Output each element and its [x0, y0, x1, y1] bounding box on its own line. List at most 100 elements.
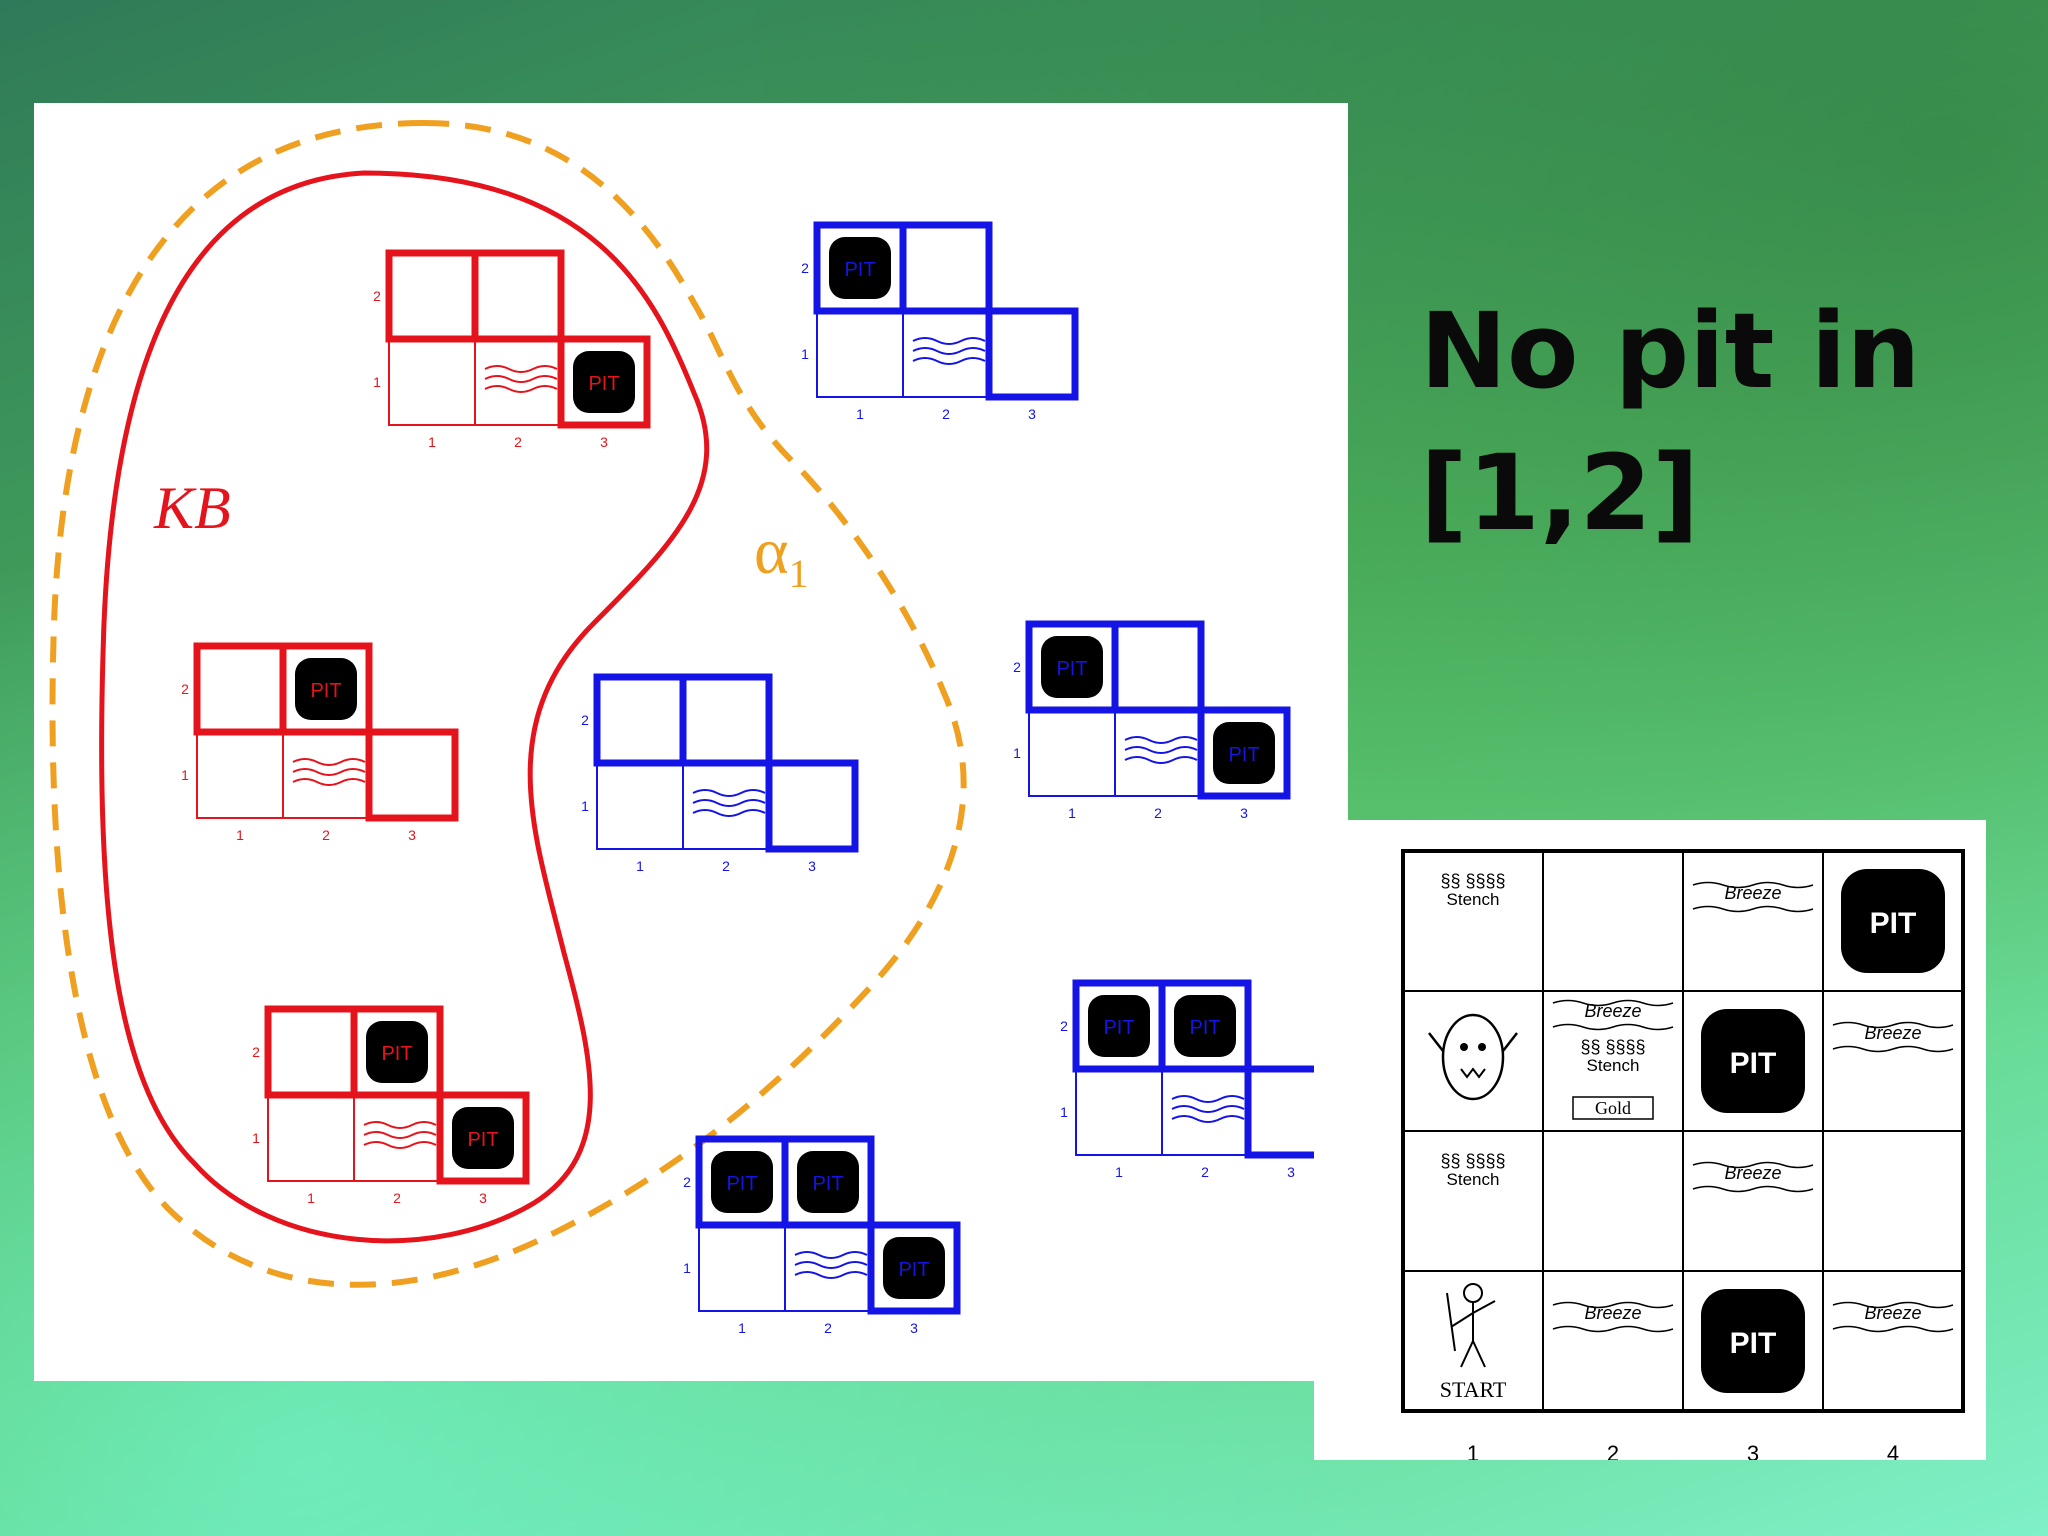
pit-icon	[1041, 636, 1103, 698]
pit-icon	[452, 1107, 514, 1169]
model-row-label: 2	[801, 260, 809, 276]
model-cell	[816, 310, 904, 398]
stench-label: Stench	[1447, 890, 1500, 909]
model-cell	[471, 249, 565, 343]
breeze-label: Breeze	[1584, 1303, 1641, 1323]
model-col-label: 1	[856, 406, 864, 422]
model-col-label: 3	[1287, 1164, 1295, 1180]
model-1: PIT 1 2 3 1 2	[373, 249, 651, 450]
slide-title: No pit in [1,2]	[1420, 280, 2020, 564]
model-cell	[985, 307, 1079, 401]
model-cell	[1075, 1068, 1163, 1156]
breeze-icon	[363, 1121, 437, 1149]
model-row-label: 2	[373, 288, 381, 304]
model-col-label: 2	[322, 827, 330, 843]
model-col-label: 2	[514, 434, 522, 450]
pit-icon	[295, 658, 357, 720]
agent-icon	[1446, 1283, 1496, 1368]
model-cell	[765, 759, 859, 853]
pit-icon	[1701, 1009, 1805, 1113]
breeze-icon	[1124, 736, 1198, 764]
pit-icon	[711, 1151, 773, 1213]
breeze-icon	[794, 1251, 868, 1279]
breeze-icon	[1832, 1301, 1954, 1309]
pit-label: PIT	[588, 373, 619, 395]
model-col-label: 1	[428, 434, 436, 450]
model-cell	[1197, 706, 1291, 800]
breeze-label: Breeze	[1724, 883, 1781, 903]
pit-label: PIT	[844, 259, 875, 281]
model-col-label: 3	[600, 434, 608, 450]
world-cell: Breeze	[1832, 1301, 1954, 1333]
model-cell	[196, 731, 284, 819]
model-col-label: 3	[479, 1190, 487, 1206]
pit-label: PIT	[898, 1259, 929, 1281]
pit-icon	[883, 1237, 945, 1299]
model-row-label: 2	[181, 681, 189, 697]
model-col-label: 2	[722, 858, 730, 874]
model-row-label: 1	[181, 767, 189, 783]
model-col-label: 2	[942, 406, 950, 422]
model-cell	[350, 1005, 444, 1099]
breeze-icon	[1692, 1161, 1814, 1169]
breeze-icon	[1692, 881, 1814, 889]
wumpus-icon	[1428, 1013, 1518, 1101]
model-cell	[557, 335, 651, 429]
model-col-label: 1	[1115, 1164, 1123, 1180]
model-row-label: 2	[252, 1044, 260, 1060]
pit-icon	[1174, 995, 1236, 1057]
model-cell	[264, 1005, 358, 1099]
pit-label: PIT	[310, 680, 341, 702]
world-cell: PIT	[1701, 1289, 1805, 1393]
model-cell	[279, 642, 373, 736]
gold-icon	[1572, 1096, 1654, 1120]
world-cell: PIT	[1841, 869, 1945, 973]
model-col-label: 1	[636, 858, 644, 874]
breeze-icon	[1832, 1045, 1954, 1053]
pit-icon	[829, 237, 891, 299]
model-col-label: 1	[738, 1320, 746, 1336]
model-col-label: 1	[236, 827, 244, 843]
breeze-icon	[1692, 905, 1814, 913]
model-row-label: 2	[1060, 1018, 1068, 1034]
model-row-label: 2	[581, 712, 589, 728]
world-cell: Breeze	[1552, 1301, 1674, 1333]
pit-icon	[366, 1021, 428, 1083]
pit-icon	[1213, 722, 1275, 784]
model-col-label: 3	[408, 827, 416, 843]
model-cell	[365, 728, 459, 822]
pit-icon	[1088, 995, 1150, 1057]
pit-label: PIT	[1730, 1327, 1777, 1360]
model-col-label: 1	[1068, 805, 1076, 821]
model-col-label: 3	[808, 858, 816, 874]
breeze-icon	[1552, 1301, 1674, 1309]
pit-label: PIT	[1056, 658, 1087, 680]
model-cell	[596, 762, 684, 850]
world-cell: §§ §§§§Stench	[1440, 871, 1505, 909]
pit-icon	[573, 351, 635, 413]
model-cell	[698, 1224, 786, 1312]
pit-label: PIT	[1103, 1017, 1134, 1039]
alpha1-label: α1	[754, 515, 809, 596]
alpha1-region-boundary	[49, 119, 967, 1288]
model-row-label: 1	[373, 374, 381, 390]
kb-region-boundary	[99, 170, 710, 1244]
world-col-label: 1	[1467, 1441, 1479, 1460]
pit-icon	[1841, 869, 1945, 973]
world-cell: Breeze	[1832, 1021, 1954, 1053]
breeze-icon	[1552, 999, 1674, 1007]
title-line-1: No pit in	[1420, 290, 1921, 412]
pit-label: PIT	[467, 1129, 498, 1151]
model-cell	[193, 642, 287, 736]
title-line-2: [1,2]	[1420, 432, 1700, 554]
breeze-icon	[1692, 1185, 1814, 1193]
breeze-icon	[1552, 1023, 1674, 1031]
model-cell	[388, 338, 476, 426]
start-label: START	[1440, 1377, 1507, 1402]
pit-icon	[797, 1151, 859, 1213]
